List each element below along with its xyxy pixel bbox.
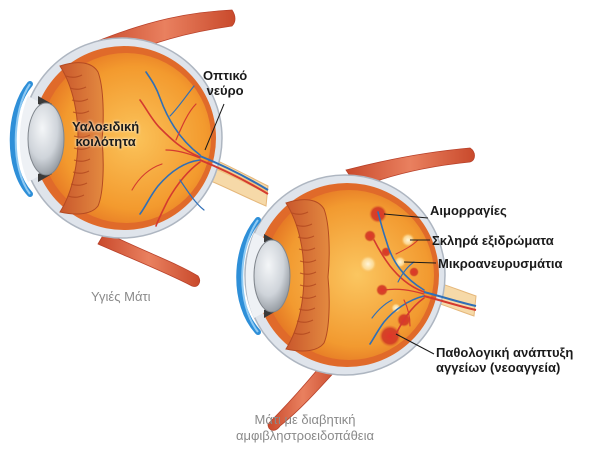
label-neovascularization: Παθολογική ανάπτυξη αγγείων (νεοαγγεία) — [436, 345, 573, 375]
label-hemorrhages: Αιμορραγίες — [430, 203, 507, 218]
label-optic-nerve-line2: νεύρο — [203, 83, 247, 98]
label-neovascularization-line1: Παθολογική ανάπτυξη — [436, 345, 573, 360]
label-vitreous-line2: κοιλότητα — [72, 134, 139, 149]
caption-healthy-eye: Υγιές Μάτι — [91, 289, 150, 305]
label-microaneurysms: Μικροανευρυσμάτια — [438, 256, 562, 271]
label-vitreous: Υαλοειδική κοιλότητα — [72, 119, 139, 149]
caption-diabetic-eye-line1: Μάτι με διαβητική — [220, 412, 390, 428]
lens-2 — [254, 240, 290, 312]
label-neovascularization-line2: αγγείων (νεοαγγεία) — [436, 360, 573, 375]
label-optic-nerve-line1: Οπτικό — [203, 68, 247, 83]
caption-diabetic-eye-line2: αμφιβληστροειδοπάθεια — [220, 428, 390, 444]
extraocular-muscle-bottom — [98, 232, 200, 286]
diabetic-eye — [239, 148, 476, 430]
label-optic-nerve: Οπτικό νεύρο — [203, 68, 247, 98]
caption-diabetic-eye: Μάτι με διαβητική αμφιβληστροειδοπάθεια — [220, 412, 390, 444]
label-vitreous-line1: Υαλοειδική — [72, 119, 139, 134]
healthy-eye — [13, 10, 268, 286]
label-hard-exudates: Σκληρά εξιδρώματα — [432, 233, 554, 248]
lens — [28, 103, 64, 175]
